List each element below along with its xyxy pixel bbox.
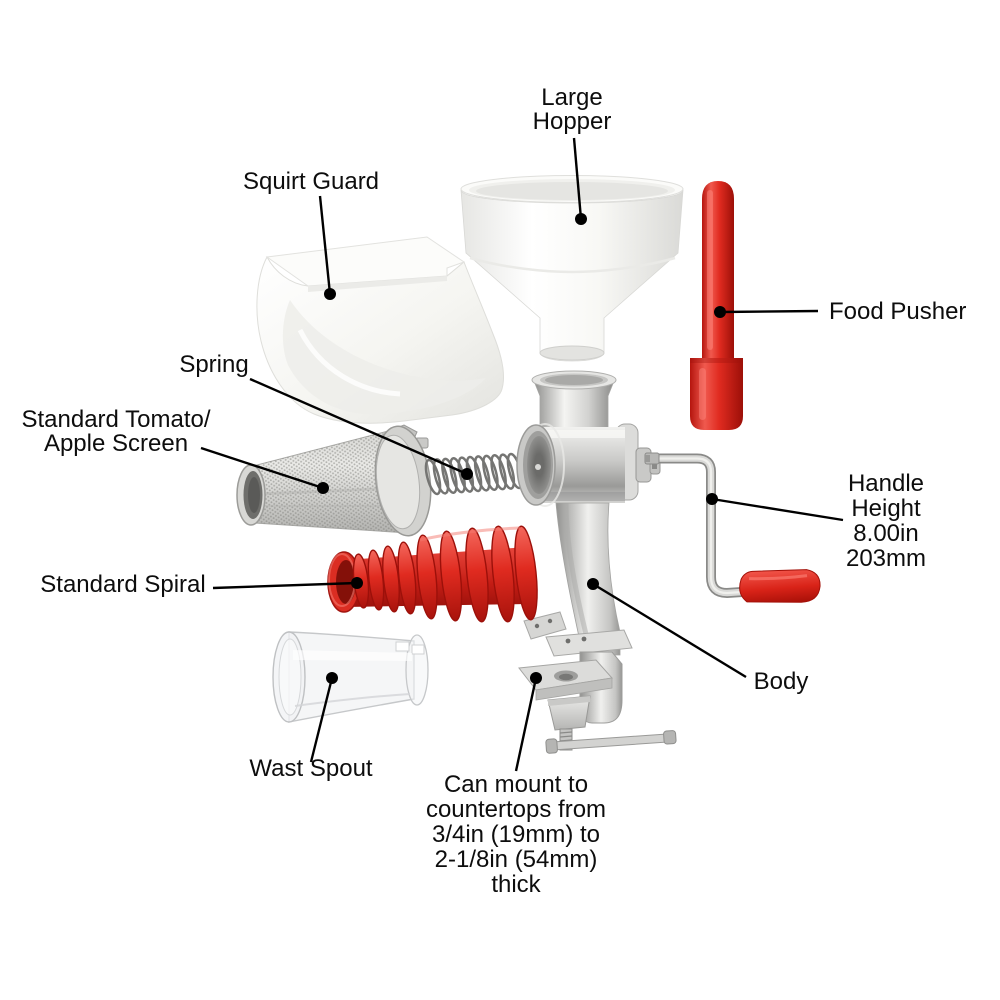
leader-standard-spiral: [212, 577, 363, 590]
label-line: Height: [851, 495, 921, 522]
part-food-pusher: [690, 181, 743, 430]
part-handle: [644, 452, 821, 603]
label-wast-spout: Wast Spout: [249, 757, 372, 781]
label-line: Body: [753, 668, 809, 695]
leader-spring: [249, 377, 473, 480]
part-tomato-apple-screen: [236, 424, 432, 537]
label-line: Squirt Guard: [242, 168, 380, 195]
label-line: 8.00in: [853, 520, 919, 547]
leader-mount-note: [514, 672, 542, 772]
leader-large-hopper: [572, 137, 587, 225]
label-line: Hopper: [532, 108, 612, 135]
part-body: [516, 370, 677, 754]
part-standard-spiral: [327, 525, 538, 623]
label-line: Standard Spiral: [40, 571, 206, 598]
leader-body: [587, 578, 747, 679]
label-standard-spiral: Standard Spiral: [40, 573, 205, 597]
part-spring: [424, 452, 524, 496]
label-line: Apple Screen: [43, 430, 189, 457]
part-large-hopper: [460, 175, 684, 362]
leader-wast-spout: [309, 672, 338, 763]
part-wast-spout: [272, 631, 429, 723]
label-line: Can mount to: [443, 771, 589, 798]
label-line: Spring: [179, 351, 249, 378]
label-food-pusher: Food Pusher: [829, 300, 966, 324]
label-line: Wast Spout: [249, 755, 373, 782]
label-line: 203mm: [845, 545, 927, 572]
label-line: 2-1/8in (54mm): [434, 846, 598, 873]
leader-handle-height: [706, 493, 844, 522]
leader-food-pusher: [714, 306, 819, 318]
leader-squirt-guard: [318, 195, 336, 300]
label-line: thick: [491, 871, 541, 898]
label-spring: Spring: [179, 353, 248, 377]
label-line: Standard Tomato/: [21, 406, 211, 433]
label-body: Body: [754, 670, 809, 694]
label-squirt-guard: Squirt Guard: [243, 170, 379, 194]
label-line: Handle: [847, 470, 925, 497]
label-tomato-screen: Standard Tomato/Apple Screen: [21, 408, 210, 456]
part-squirt-guard: [256, 236, 505, 424]
label-line: 3/4in (19mm) to: [431, 821, 601, 848]
label-line: countertops from: [425, 796, 607, 823]
label-line: Food Pusher: [829, 298, 967, 325]
leader-tomato-screen: [200, 446, 329, 494]
label-line: Large: [541, 84, 603, 111]
